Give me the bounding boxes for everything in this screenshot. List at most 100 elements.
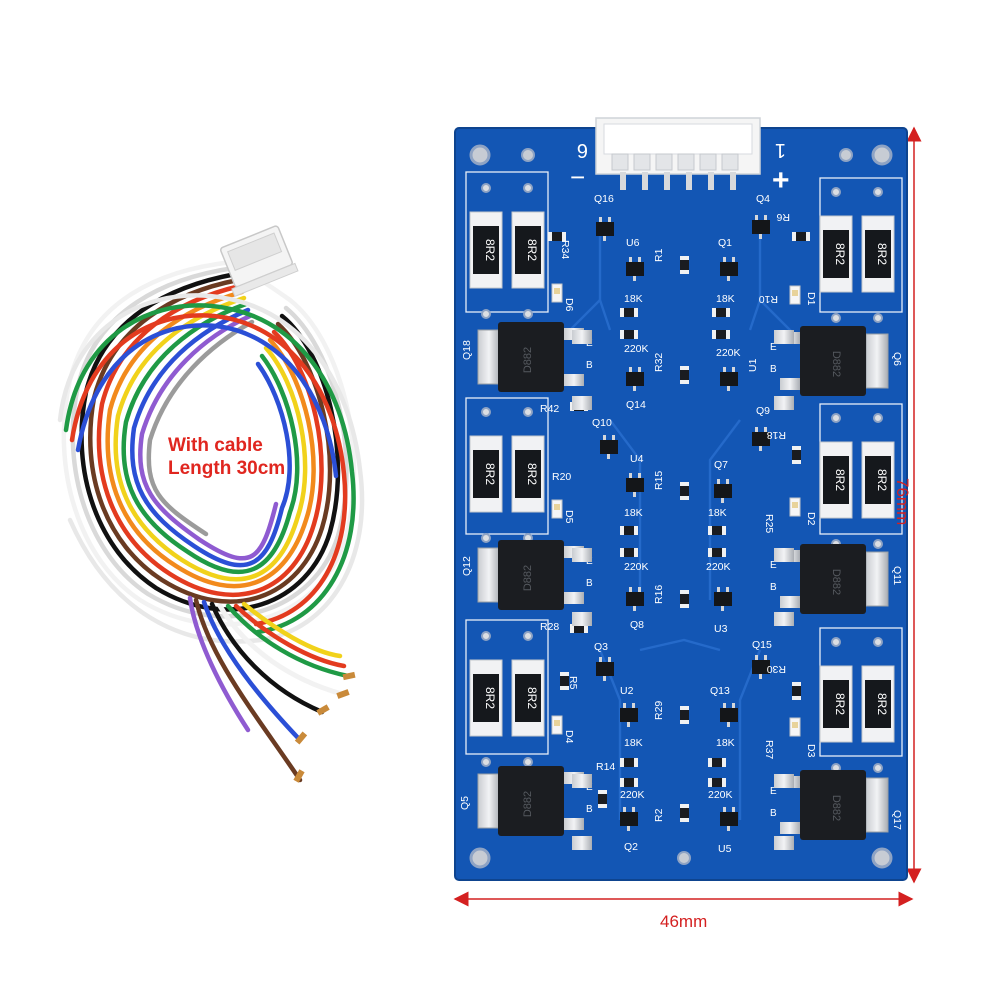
silkscreen-label-r28: R28: [540, 621, 559, 633]
silkscreen-label-r6: R6: [776, 211, 790, 223]
silkscreen-label-u1: U1: [747, 358, 759, 372]
silkscreen-label-u5: U5: [718, 843, 732, 855]
value-label-18k: 18K: [624, 737, 643, 749]
mosfet-marking: D882: [830, 351, 842, 377]
silkscreen-label-d3: D3: [805, 744, 817, 758]
smd-resistor: [620, 526, 638, 535]
smd-resistor: [620, 778, 638, 787]
silkscreen-label-q2: Q2: [624, 841, 638, 853]
smd-resistor: [620, 758, 638, 767]
sot23-package: [752, 427, 770, 451]
pin-b-label: B: [770, 364, 777, 375]
sot23-package: [626, 587, 644, 611]
solder-pad: [572, 330, 592, 344]
mosfet-marking: D882: [522, 565, 534, 591]
power-resistor: 8R2: [511, 407, 545, 543]
silkscreen-label-q1: Q1: [718, 237, 732, 249]
smd-resistor: [570, 624, 588, 633]
solder-pad: [572, 396, 592, 410]
sot23-package: [714, 587, 732, 611]
power-resistor: 8R2: [861, 413, 895, 549]
smd-led: [551, 499, 563, 519]
caption-line-1: With cable: [168, 435, 263, 456]
resistor-value: 8R2: [833, 243, 847, 265]
mosfet-marking: D882: [830, 569, 842, 595]
silkscreen-label-r20: R20: [552, 471, 571, 483]
jst-connector: [220, 225, 299, 297]
smd-resistor: [680, 482, 689, 500]
silkscreen-label-u3: U3: [714, 623, 728, 635]
smd-resistor: [680, 706, 689, 724]
resistor-value: 8R2: [875, 243, 889, 265]
silkscreen-label-u2: U2: [620, 685, 634, 697]
power-resistor: 8R2: [861, 637, 895, 773]
solder-pad: [774, 836, 794, 850]
sot23-package: [752, 215, 770, 239]
mosfet-marking: D882: [522, 347, 534, 373]
silkscreen-label-q9: Q9: [756, 405, 770, 417]
silkscreen-label-r18: R18: [767, 429, 786, 441]
mosfet-marking: D882: [522, 791, 534, 817]
silkscreen-label-d1: D1: [805, 292, 817, 306]
solder-pad: [774, 548, 794, 562]
power-resistor: 8R2: [469, 407, 503, 543]
smd-resistor: [598, 790, 607, 808]
sot23-package: [600, 435, 618, 459]
smd-resistor: [792, 682, 801, 700]
sot23-package: [720, 367, 738, 391]
silkscreen-label-r42: R42: [540, 403, 559, 415]
resistor-value: 8R2: [875, 693, 889, 715]
solder-pad: [774, 612, 794, 626]
power-resistor: 8R2: [469, 631, 503, 767]
smd-resistor: [792, 446, 801, 464]
smd-resistor: [680, 590, 689, 608]
smd-resistor: [560, 672, 569, 690]
silkscreen-label-r29: R29: [653, 701, 665, 720]
silkscreen-label-q6: Q6: [891, 352, 903, 366]
pin-e-label: E: [770, 560, 777, 571]
silkscreen-label-q5: Q5: [459, 796, 471, 810]
sot23-package: [714, 479, 732, 503]
silkscreen-label-q8: Q8: [630, 619, 644, 631]
resistor-value: 8R2: [525, 239, 539, 261]
smd-led: [789, 285, 801, 305]
smd-resistor: [708, 758, 726, 767]
sot23-package: [720, 703, 738, 727]
power-resistor: 8R2: [511, 631, 545, 767]
sot23-package: [720, 807, 738, 831]
pin-b-label: B: [586, 360, 593, 371]
height-dimension-label: 76mm: [893, 478, 912, 526]
silkscreen-label-r30: R30: [767, 663, 786, 675]
smd-resistor: [792, 232, 810, 241]
pin-b-label: B: [586, 578, 593, 589]
smd-resistor: [708, 778, 726, 787]
silkscreen-label-r10: R10: [759, 293, 778, 305]
pin-b-label: B: [586, 804, 593, 815]
smd-resistor: [680, 366, 689, 384]
silkscreen-label-r25: R25: [763, 514, 775, 533]
resistor-value: 8R2: [875, 469, 889, 491]
silkscreen-label-u4: U4: [630, 453, 644, 465]
pin-b-label: B: [770, 808, 777, 819]
smd-resistor: [680, 804, 689, 822]
pin-e-label: E: [770, 786, 777, 797]
silkscreen-label-u6: U6: [626, 237, 640, 249]
silkscreen-label-d6: D6: [563, 298, 575, 312]
value-label-220k: 220K: [708, 789, 733, 801]
silkscreen-label-q15: Q15: [752, 639, 772, 651]
silkscreen-label-r2: R2: [653, 808, 665, 822]
resistor-value: 8R2: [525, 687, 539, 709]
smd-resistor: [620, 548, 638, 557]
sot23-package: [720, 257, 738, 281]
smd-resistor: [680, 256, 689, 274]
smd-led: [551, 283, 563, 303]
silkscreen-label-r16: R16: [653, 585, 665, 604]
silkscreen-label-r32: R32: [653, 353, 665, 372]
solder-pad: [774, 774, 794, 788]
power-resistor: 8R2: [511, 183, 545, 319]
resistor-value: 8R2: [525, 463, 539, 485]
resistor-value: 8R2: [833, 693, 847, 715]
smd-resistor: [620, 330, 638, 339]
